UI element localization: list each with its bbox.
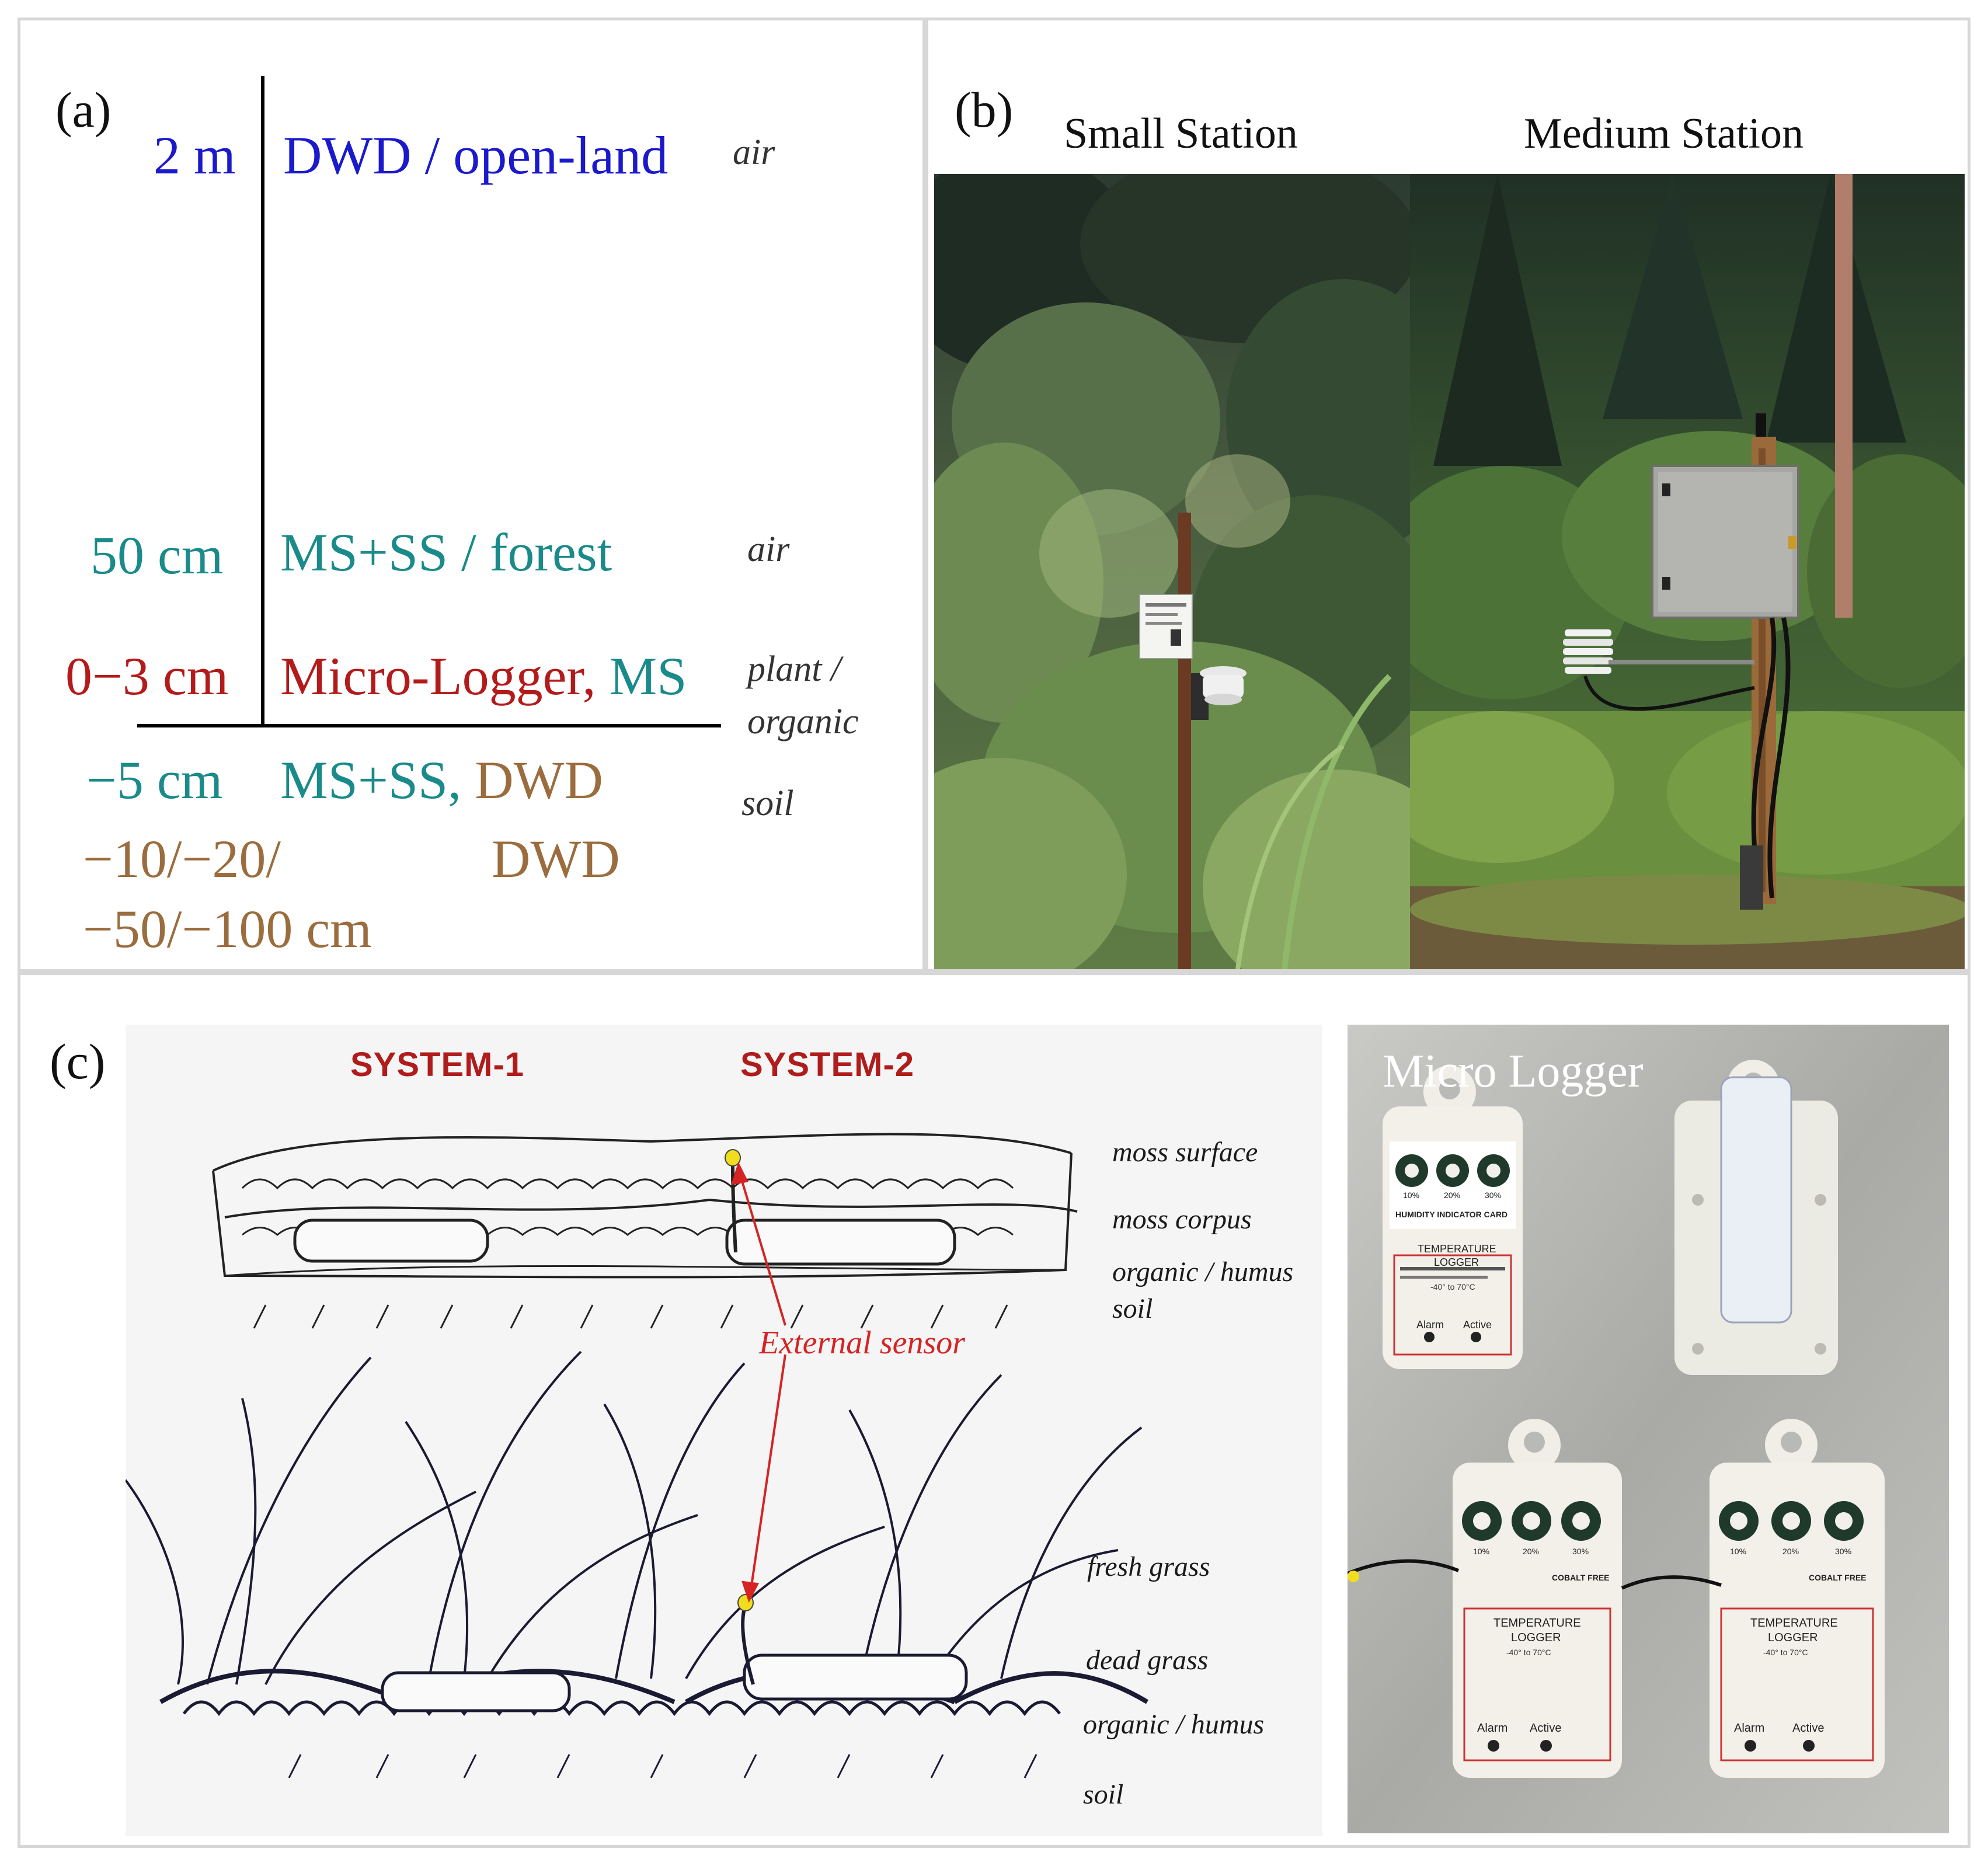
ground-line — [137, 724, 721, 727]
height-2m: 2 m — [154, 126, 236, 185]
panel-c-frame — [18, 969, 1970, 1848]
logger1-type-1: TEMPERATURE — [1418, 1243, 1496, 1255]
height-deep-1: −10/−20/ — [83, 829, 281, 889]
logger1-pct-2: 20% — [1444, 1190, 1461, 1200]
dwd-soil-text: DWD — [475, 750, 603, 810]
vertical-axis — [261, 76, 264, 727]
panel-a-frame — [18, 18, 928, 975]
micro-logger-text: Micro-Logger, — [280, 646, 596, 706]
micro-logger-illustration — [1348, 1025, 1949, 1833]
logger-unit-2 — [1674, 1060, 1838, 1375]
logger3-pct-1: 10% — [1473, 1547, 1490, 1556]
logger1-pct-1: 10% — [1403, 1190, 1420, 1200]
logger4-pct-2: 20% — [1782, 1547, 1799, 1556]
logger3-alarm: Alarm — [1477, 1722, 1508, 1735]
logger4-active: Active — [1792, 1722, 1825, 1735]
logger4-cobalt: COBALT FREE — [1809, 1573, 1867, 1582]
logger-unit-1 — [1383, 1066, 1523, 1369]
logger4-pct-3: 30% — [1835, 1547, 1852, 1556]
label-moss-surface: moss surface — [1112, 1137, 1258, 1168]
layer-air-top: air — [733, 133, 775, 172]
small-station-illustration — [934, 174, 1410, 969]
layer-plant: plant / — [747, 649, 841, 689]
height-0-3cm: 0−3 cm — [65, 646, 229, 706]
label-fresh-grass: fresh grass — [1087, 1551, 1210, 1582]
logger4-alarm: Alarm — [1734, 1722, 1765, 1735]
micro-logger-label: Micro-Logger, MS — [280, 649, 687, 703]
logger1-active: Active — [1463, 1319, 1492, 1331]
system-2-title: SYSTEM-2 — [740, 1046, 915, 1084]
panel-c-letter: (c) — [50, 1033, 106, 1089]
label-dead-grass: dead grass — [1086, 1645, 1209, 1676]
label-moss-organic: organic / humus — [1112, 1256, 1294, 1287]
height-deep-2: −50/−100 cm — [83, 899, 372, 959]
layer-organic: organic — [747, 702, 859, 741]
small-station-title: Small Station — [1064, 110, 1298, 158]
layer-soil: soil — [741, 784, 794, 823]
logger1-alarm: Alarm — [1416, 1319, 1444, 1331]
logger4-pct-1: 10% — [1730, 1547, 1747, 1556]
panel-b-frame — [922, 18, 1970, 975]
logger3-cobalt: COBALT FREE — [1552, 1573, 1610, 1582]
ms-text: MS — [609, 646, 687, 706]
panel-a-letter: (a) — [55, 82, 112, 138]
moss-sketch — [212, 1133, 1078, 1329]
logger3-active: Active — [1530, 1722, 1562, 1735]
logger3-type-1: TEMPERATURE — [1493, 1617, 1581, 1630]
label-moss-corpus: moss corpus — [1112, 1204, 1252, 1235]
moss-external-sensor — [725, 1149, 741, 1167]
height-minus5cm: −5 cm — [86, 750, 223, 810]
ms-ss-forest-label: MS+SS / forest — [280, 523, 612, 582]
small-station-photo — [934, 174, 1410, 969]
logger-unit-4 — [1621, 1419, 1885, 1778]
logger1-type-2: LOGGER — [1434, 1256, 1479, 1268]
logger4-range: -40° to 70°C — [1763, 1648, 1808, 1657]
micro-logger-photo: Micro Logger 10% 20% 30% HUMIDITY INDICA… — [1348, 1025, 1949, 1833]
micro-logger-title: Micro Logger — [1383, 1046, 1644, 1097]
sensor-arrows — [731, 1161, 786, 1603]
logger-unit-3 — [1348, 1419, 1622, 1778]
dwd-open-land-label: DWD / open-land — [283, 126, 669, 185]
logger3-type-2: LOGGER — [1511, 1631, 1561, 1644]
logger3-pct-3: 30% — [1572, 1547, 1589, 1556]
grass-sketch — [126, 1350, 1149, 1778]
logger1-pct-3: 30% — [1485, 1190, 1502, 1200]
external-sensor-label: External sensor — [759, 1325, 966, 1361]
logger4-type-2: LOGGER — [1768, 1631, 1818, 1644]
layer-air-forest: air — [747, 530, 790, 569]
label-moss-soil: soil — [1112, 1293, 1153, 1324]
medium-station-photo — [1410, 174, 1965, 969]
logger3-range: -40° to 70°C — [1506, 1648, 1551, 1657]
logger1-range: -40° to 70°C — [1430, 1282, 1475, 1291]
ms-ss-dwd-label: MS+SS, DWD — [280, 753, 603, 807]
medium-station-title: Medium Station — [1524, 110, 1804, 158]
medium-station-illustration — [1410, 174, 1965, 969]
label-grass-organic: organic / humus — [1083, 1709, 1265, 1740]
system-1-title: SYSTEM-1 — [350, 1046, 525, 1084]
panel-b-letter: (b) — [955, 82, 1014, 138]
ms-ss-text: MS+SS, — [280, 750, 462, 810]
logger3-pct-2: 20% — [1523, 1547, 1540, 1556]
height-50cm: 50 cm — [90, 525, 224, 585]
logger1-card-label: HUMIDITY INDICATOR CARD — [1395, 1210, 1508, 1219]
dwd-deep-label: DWD — [492, 829, 620, 889]
logger4-type-1: TEMPERATURE — [1750, 1617, 1838, 1630]
label-grass-soil: soil — [1083, 1779, 1124, 1810]
soil-sketch — [126, 1133, 1149, 1778]
